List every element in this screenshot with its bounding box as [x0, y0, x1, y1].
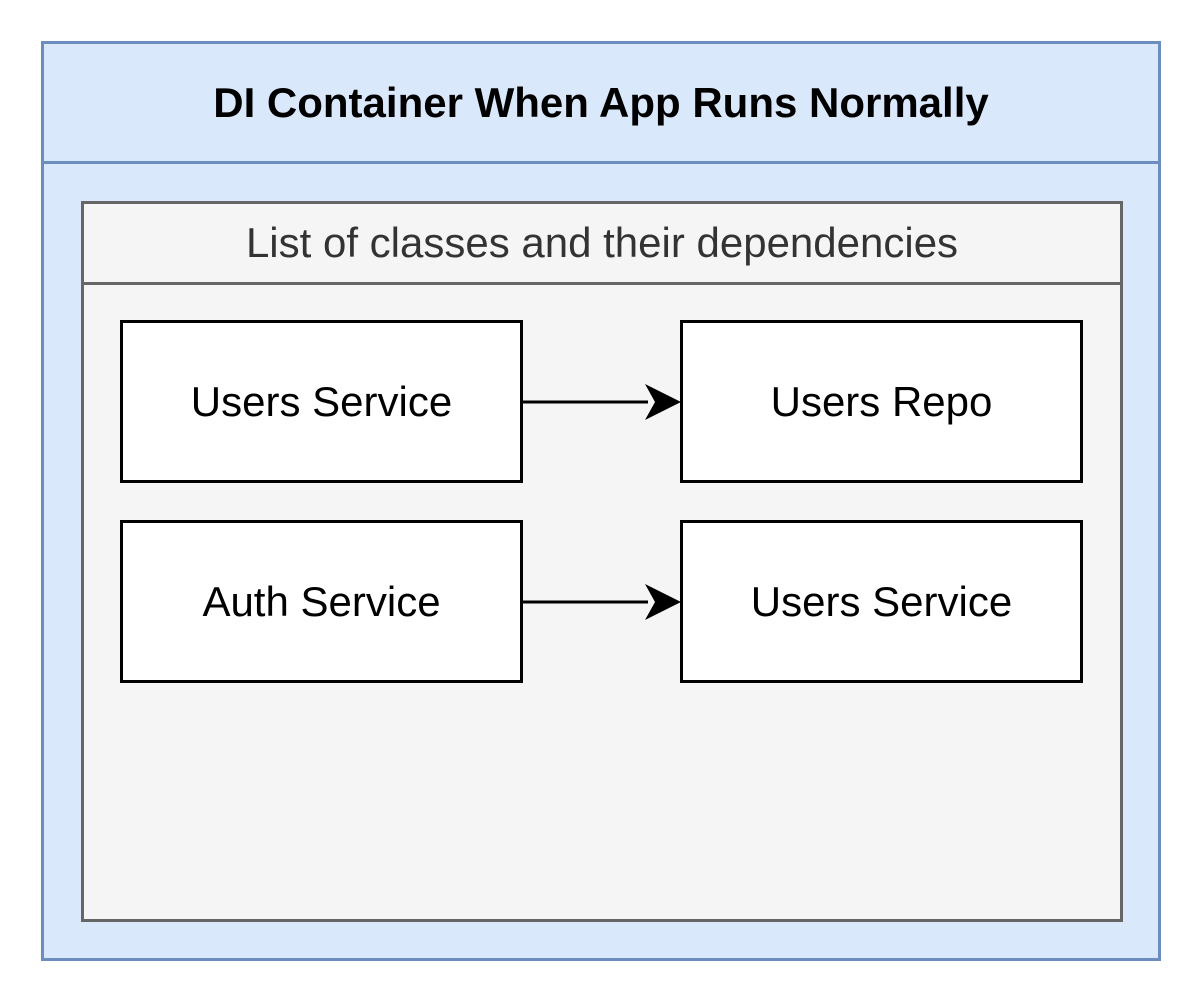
class-list-header: List of classes and their dependencies — [84, 204, 1120, 285]
node-users-service: Users Service — [120, 320, 523, 483]
node-label: Users Service — [190, 377, 453, 425]
node-label: Users Repo — [770, 377, 993, 425]
node-users-service-dependency: Users Service — [680, 520, 1083, 683]
node-auth-service: Auth Service — [120, 520, 523, 683]
node-label: Users Service — [750, 577, 1013, 625]
node-users-repo: Users Repo — [680, 320, 1083, 483]
node-label: Auth Service — [202, 577, 441, 625]
di-container-header: DI Container When App Runs Normally — [44, 44, 1158, 164]
di-container-title: DI Container When App Runs Normally — [213, 78, 989, 126]
class-list-title: List of classes and their dependencies — [245, 219, 959, 266]
